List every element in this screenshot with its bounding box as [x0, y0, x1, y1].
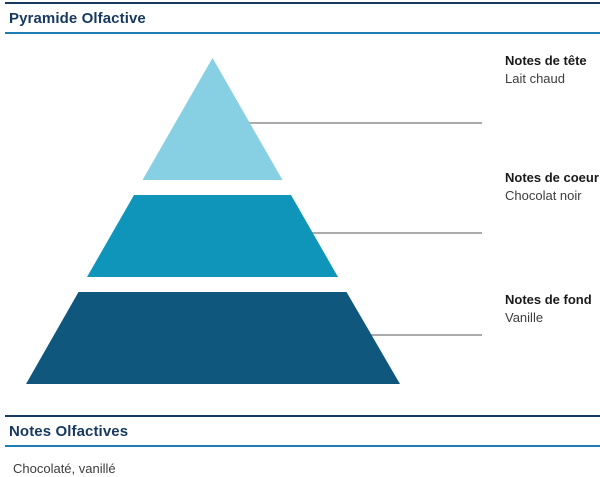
footer-top-rule: [5, 415, 600, 417]
footer-underline: [5, 445, 600, 447]
note-label-heart-notes: Notes de coeur Chocolat noir: [505, 170, 599, 204]
header-section: Pyramide Olfactive: [5, 2, 600, 34]
pyramid-level-base-notes: [26, 292, 400, 384]
footer-section: Notes Olfactives Chocolaté, vanillé: [5, 415, 600, 477]
pyramid-level-heart-notes: [87, 195, 338, 277]
note-value: Chocolat noir: [505, 188, 582, 203]
note-title: Notes de fond: [505, 292, 592, 307]
header-top-rule: [5, 2, 600, 4]
note-label-top-notes: Notes de tête Lait chaud: [505, 53, 587, 87]
note-label-base-notes: Notes de fond Vanille: [505, 292, 592, 326]
olfactory-notes-title: Notes Olfactives: [9, 423, 129, 440]
olfactory-pyramid-graphic: [26, 58, 482, 384]
pyramid-level-top-notes: [142, 58, 283, 180]
header-underline: [5, 32, 600, 34]
note-value: Lait chaud: [505, 71, 565, 86]
note-title: Notes de coeur: [505, 170, 599, 185]
note-value: Vanille: [505, 310, 544, 325]
olfactory-notes-description: Chocolaté, vanillé: [13, 461, 116, 476]
note-title: Notes de tête: [505, 53, 587, 68]
page-title: Pyramide Olfactive: [9, 10, 146, 27]
